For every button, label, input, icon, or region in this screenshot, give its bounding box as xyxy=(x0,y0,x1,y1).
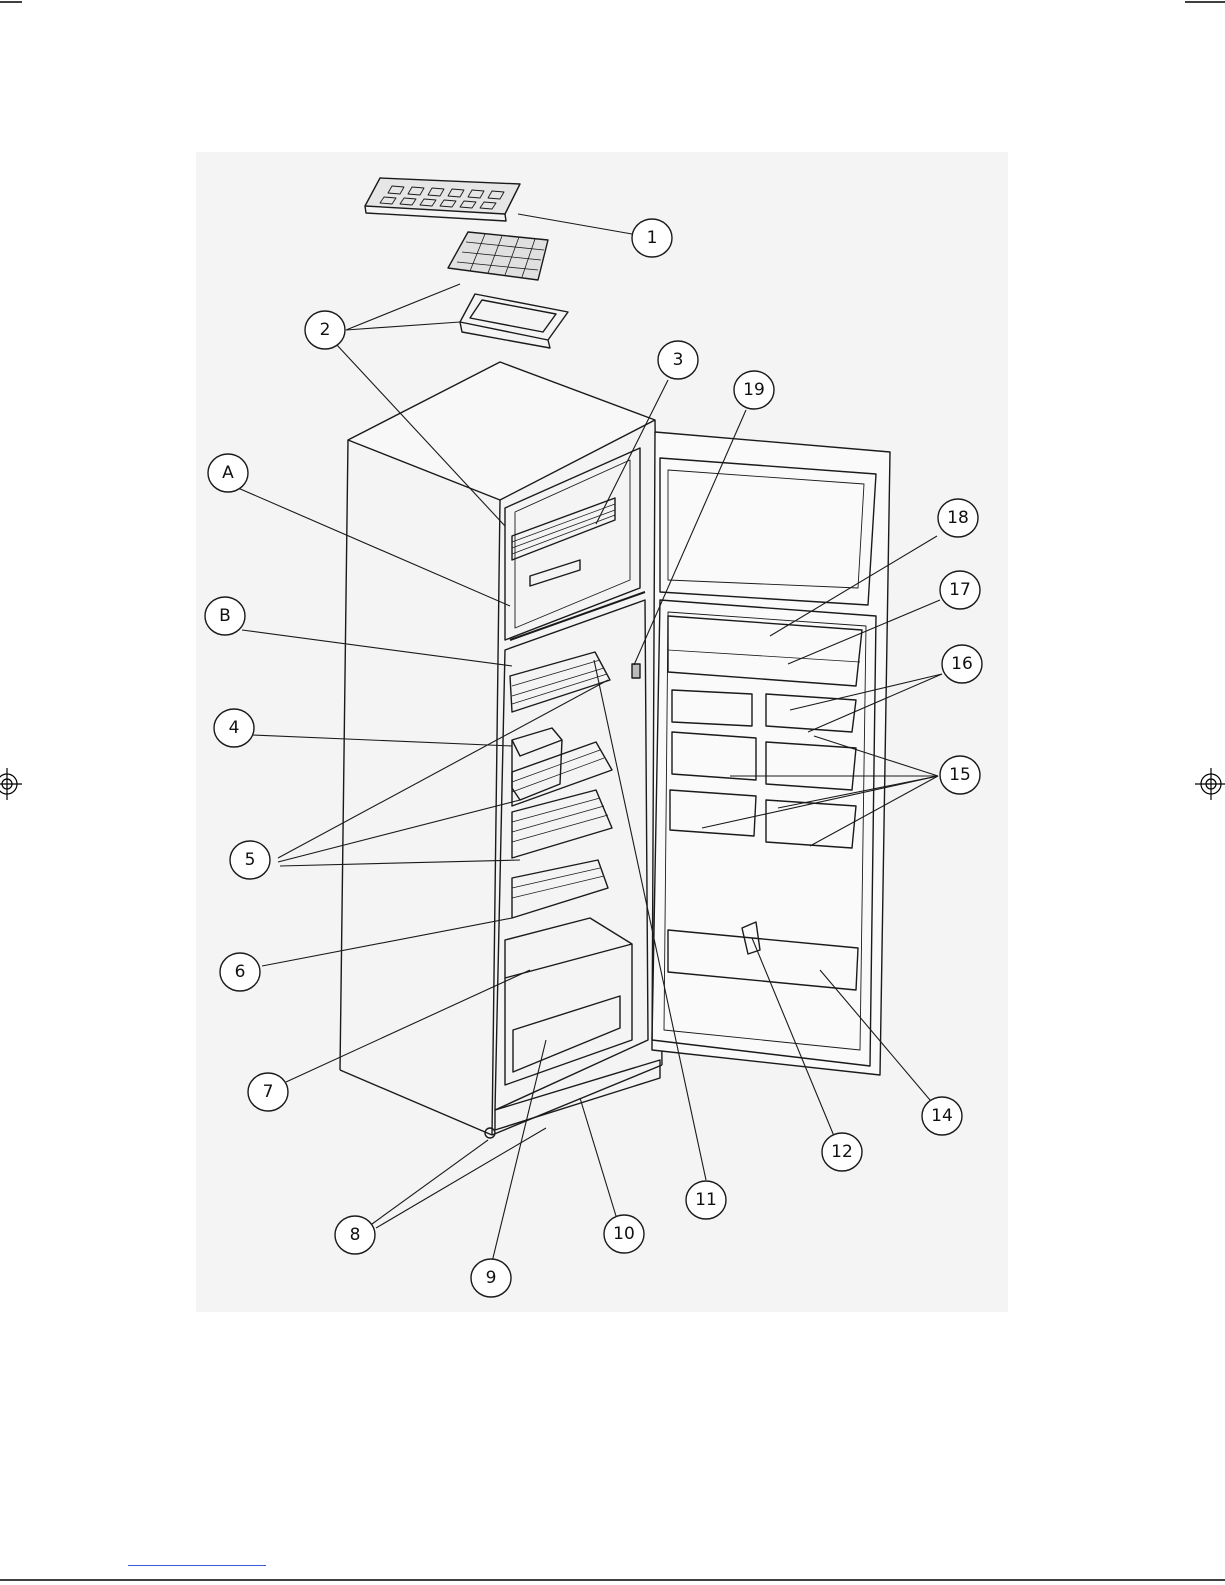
callout-b: B xyxy=(205,597,245,635)
door xyxy=(652,432,890,1075)
callout-number: 8 xyxy=(350,1225,361,1245)
callout-number: 7 xyxy=(263,1082,274,1102)
callout-number: 3 xyxy=(673,350,684,370)
callout-16: 16 xyxy=(942,645,982,683)
callout-5: 5 xyxy=(230,841,270,879)
callout-number: 19 xyxy=(743,380,765,400)
callout-3: 3 xyxy=(658,341,698,379)
callout-14: 14 xyxy=(922,1097,962,1135)
callout-4: 4 xyxy=(214,709,254,747)
registration-mark-left xyxy=(0,768,22,800)
callout-number: 18 xyxy=(947,508,969,528)
callout-6: 6 xyxy=(220,953,260,991)
callout-number: 5 xyxy=(245,850,256,870)
callout-10: 10 xyxy=(604,1215,644,1253)
callout-19: 19 xyxy=(734,371,774,409)
callout-11: 11 xyxy=(686,1181,726,1219)
callout-18: 18 xyxy=(938,499,978,537)
callout-number: A xyxy=(222,463,234,483)
thermostat-knob xyxy=(632,664,640,678)
callout-number: 2 xyxy=(320,320,331,340)
footer-link-underline xyxy=(128,1565,266,1566)
callout-number: 6 xyxy=(235,962,246,982)
callout-15: 15 xyxy=(940,756,980,794)
callout-7: 7 xyxy=(248,1073,288,1111)
callout-17: 17 xyxy=(940,571,980,609)
callout-9: 9 xyxy=(471,1259,511,1297)
callout-12: 12 xyxy=(822,1133,862,1171)
registration-mark-right xyxy=(1195,768,1225,800)
callout-2: 2 xyxy=(305,311,345,349)
callout-a: A xyxy=(208,454,248,492)
callout-number: 17 xyxy=(949,580,971,600)
callout-number: 11 xyxy=(695,1190,717,1210)
callout-number: 12 xyxy=(831,1142,853,1162)
callout-number: 15 xyxy=(949,765,971,785)
callout-number: 16 xyxy=(951,654,973,674)
callout-number: 4 xyxy=(229,718,240,738)
callout-number: 10 xyxy=(613,1224,635,1244)
callout-8: 8 xyxy=(335,1216,375,1254)
callout-number: 1 xyxy=(647,228,658,248)
callout-number: 14 xyxy=(931,1106,953,1126)
callout-1: 1 xyxy=(632,219,672,257)
callout-number: 9 xyxy=(486,1268,497,1288)
callout-number: B xyxy=(219,606,231,626)
